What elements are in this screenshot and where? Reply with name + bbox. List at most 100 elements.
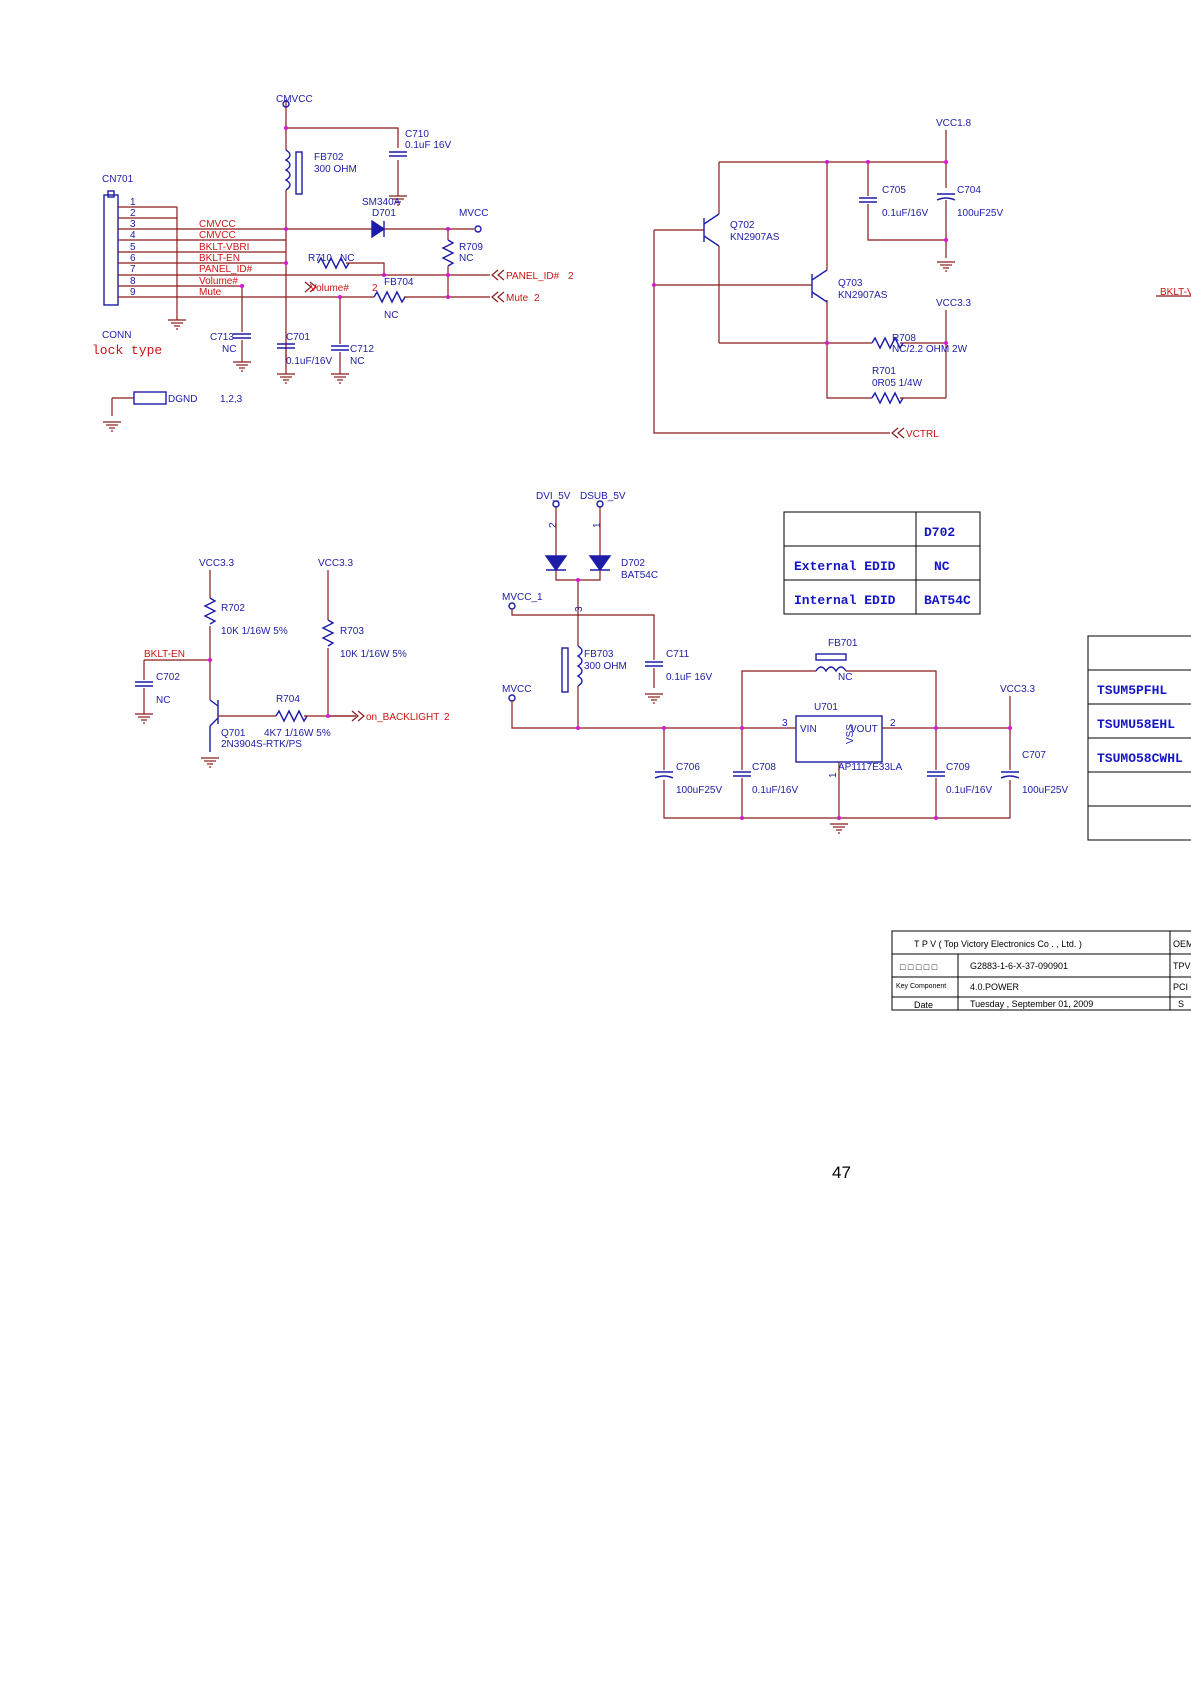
u701-pin2: 2	[890, 718, 896, 729]
r708-value: NC/2.2 OHM 2W	[892, 344, 968, 355]
conn-type-label: CONN	[102, 330, 131, 341]
d701-ref: D701	[372, 208, 396, 219]
title-oem: OEM	[1173, 939, 1191, 949]
cn701-pin-7: 7	[130, 264, 136, 275]
on-backlight-port: on_BACKLIGHT	[366, 712, 439, 723]
net-label-cmvcc-2: CMVCC	[199, 230, 236, 241]
title-row1-value: G2883-1-6-X-37-090901	[970, 961, 1068, 971]
title-block: T P V ( Top Victory Electronics Co . , L…	[891, 930, 1191, 1011]
title-company: T P V ( Top Victory Electronics Co . , L…	[914, 939, 1082, 949]
c712-ref: C712	[350, 344, 374, 355]
cmvcc-section: CMVCC C710 0.1uF 16V FB702 300 OHM SM340…	[102, 94, 574, 432]
u701-pin1: 1	[828, 772, 839, 778]
edid-row-internal-value: BAT54C	[924, 593, 971, 608]
r709-value: NC	[459, 253, 473, 264]
d702-pin1: 1	[592, 522, 603, 528]
volume-port: Volume#	[310, 283, 349, 294]
title-row1-label: □ □ □ □ □	[900, 962, 938, 972]
vcc33-label-top: VCC3.3	[936, 298, 971, 309]
net-label-bklt-vbri: BKLT-VBRI	[199, 242, 249, 253]
c713-ref: C713	[210, 332, 234, 343]
edid-row-external-label: External EDID	[794, 559, 896, 574]
edid-row-external-value: NC	[934, 559, 950, 574]
c707-value: 100uF25V	[1022, 785, 1068, 796]
r702-ref: R702	[221, 603, 245, 614]
dgnd-label: DGND	[168, 394, 197, 405]
fb703-value: 300 OHM	[584, 661, 627, 672]
c705-value: 0.1uF/16V	[882, 208, 928, 219]
q703-ref: Q703	[838, 278, 863, 289]
edid-header: D702	[924, 525, 955, 540]
u701-vss: VSS	[845, 724, 856, 744]
vcc18-label: VCC1.8	[936, 118, 971, 129]
backlight-section: VCC3.3 VCC3.3 R702 10K 1/16W 5% R703 10K…	[134, 558, 450, 768]
regulator-section: DVI_5V DSUB_5V 2 1 D702 BAT54C MVCC_1 3 …	[502, 491, 1068, 834]
vctrl-port: VCTRL	[906, 429, 939, 440]
title-row3-label: Date	[914, 1000, 933, 1010]
vcc33-label-reg: VCC3.3	[1000, 684, 1035, 695]
r710-value: NC	[340, 253, 354, 264]
c702-value: NC	[156, 695, 170, 706]
vcc18-section: VCC1.8 C705 0.1uF/16V C704 100uF25V Q702…	[652, 118, 1191, 440]
bklt-v-port: BKLT-V	[1160, 287, 1191, 298]
q703-part: KN2907AS	[838, 290, 888, 301]
u701-pin3: 3	[782, 718, 788, 729]
title-row2-cut: PCI	[1173, 982, 1188, 992]
net-label-volume: Volume#	[199, 276, 238, 287]
r703-ref: R703	[340, 626, 364, 637]
net-label-bklt-en: BKLT-EN	[199, 253, 240, 264]
title-row1-cut: TPV	[1173, 961, 1191, 971]
connector-body	[103, 194, 119, 306]
tsum-row-1: TSUM5PFHL	[1097, 683, 1167, 698]
cn701-pin-2: 2	[130, 208, 136, 219]
d702-part: BAT54C	[621, 570, 658, 581]
mvcc-label: MVCC	[459, 208, 488, 219]
c709-value: 0.1uF/16V	[946, 785, 992, 796]
fb703-ref: FB703	[584, 649, 614, 660]
cn701-pin-9: 9	[130, 287, 136, 298]
q701-ref: Q701	[221, 728, 246, 739]
connector-cn701: CN701 1 2 3 4 5 6 7 8 9 CMVCC CMVCC BKLT…	[92, 174, 386, 358]
dsub-5v-label: DSUB_5V	[580, 491, 626, 502]
c708-ref: C708	[752, 762, 776, 773]
cn701-pin-3: 3	[130, 219, 136, 230]
c709-ref: C709	[946, 762, 970, 773]
c710-value: 0.1uF 16V	[405, 140, 451, 151]
c711-ref: C711	[666, 649, 690, 660]
q702-ref: Q702	[730, 220, 755, 231]
c707-ref: C707	[1022, 750, 1046, 761]
c710-ref: C710	[405, 129, 429, 140]
c708-value: 0.1uF/16V	[752, 785, 798, 796]
c704-value: 100uF25V	[957, 208, 1003, 219]
c712-value: NC	[350, 356, 364, 367]
dvi-5v-label: DVI_5V	[536, 491, 571, 502]
sm340a-label: SM340A	[362, 197, 401, 208]
r704-value: 4K7 1/16W 5%	[264, 728, 331, 739]
title-row2-value: 4.0.POWER	[970, 982, 1020, 992]
u701-part: AP1117E33LA	[838, 762, 902, 773]
tsum-row-3: TSUMO58CWHL	[1097, 751, 1183, 766]
dgnd-pins: 1,2,3	[220, 394, 243, 405]
mute-sheet-num: 2	[534, 293, 540, 304]
c713-value: NC	[222, 344, 236, 355]
on-backlight-sheet-num: 2	[444, 712, 450, 723]
q701-part: 2N3904S-RTK/PS	[221, 739, 302, 750]
title-row2-label: Key Component	[896, 983, 946, 990]
tsum-table: TSUM5PFHL TSUMU58EHL TSUMO58CWHL	[1087, 635, 1191, 841]
edid-table: D702 External EDID NC Internal EDID BAT5…	[783, 511, 981, 615]
panel-id-port: PANEL_ID#	[506, 271, 560, 282]
volume-sheet-num: 2	[372, 283, 378, 294]
mvcc-label-reg: MVCC	[502, 684, 531, 695]
r702-value: 10K 1/16W 5%	[221, 626, 288, 637]
page-number: 47	[832, 1163, 851, 1182]
fb702-ref: FB702	[314, 152, 344, 163]
c702-ref: C702	[156, 672, 180, 683]
r708-ref: R708	[892, 333, 916, 344]
cmvcc-label: CMVCC	[276, 94, 313, 105]
net-label-cmvcc-1: CMVCC	[199, 219, 236, 230]
d702-pin2: 2	[548, 522, 559, 528]
title-row3-value: Tuesday , September 01, 2009	[970, 999, 1093, 1009]
edid-row-internal-label: Internal EDID	[794, 593, 896, 608]
tsum-row-2: TSUMU58EHL	[1097, 717, 1175, 732]
